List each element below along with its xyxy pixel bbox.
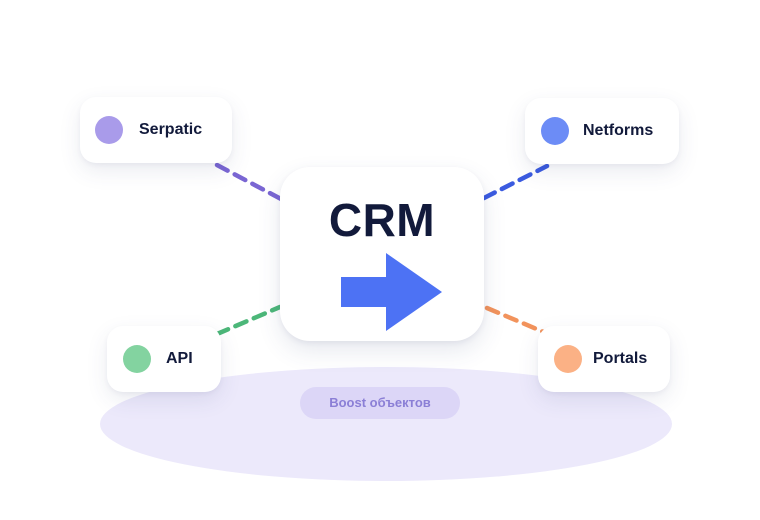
connector-portals	[484, 305, 549, 336]
netforms-label: Netforms	[583, 122, 654, 139]
crm-hub-card: CRM	[280, 167, 484, 341]
node-api: API	[107, 326, 221, 392]
portals-label: Portals	[593, 350, 648, 367]
node-netforms: Netforms	[525, 98, 679, 164]
connector-api	[214, 304, 283, 337]
node-serpatic: Serpatic	[80, 97, 232, 163]
arrow-right-icon	[341, 253, 442, 331]
crm-title: CRM	[328, 194, 436, 246]
connector-serpatic	[214, 162, 284, 202]
portals-dot	[554, 345, 582, 373]
netforms-dot	[541, 117, 569, 145]
serpatic-label: Serpatic	[139, 121, 203, 138]
serpatic-dot	[95, 116, 123, 144]
api-label: API	[166, 350, 193, 367]
api-dot	[123, 345, 151, 373]
boost-badge: Boost объектов	[300, 387, 460, 419]
connector-netforms	[481, 163, 550, 201]
node-portals: Portals	[538, 326, 670, 392]
